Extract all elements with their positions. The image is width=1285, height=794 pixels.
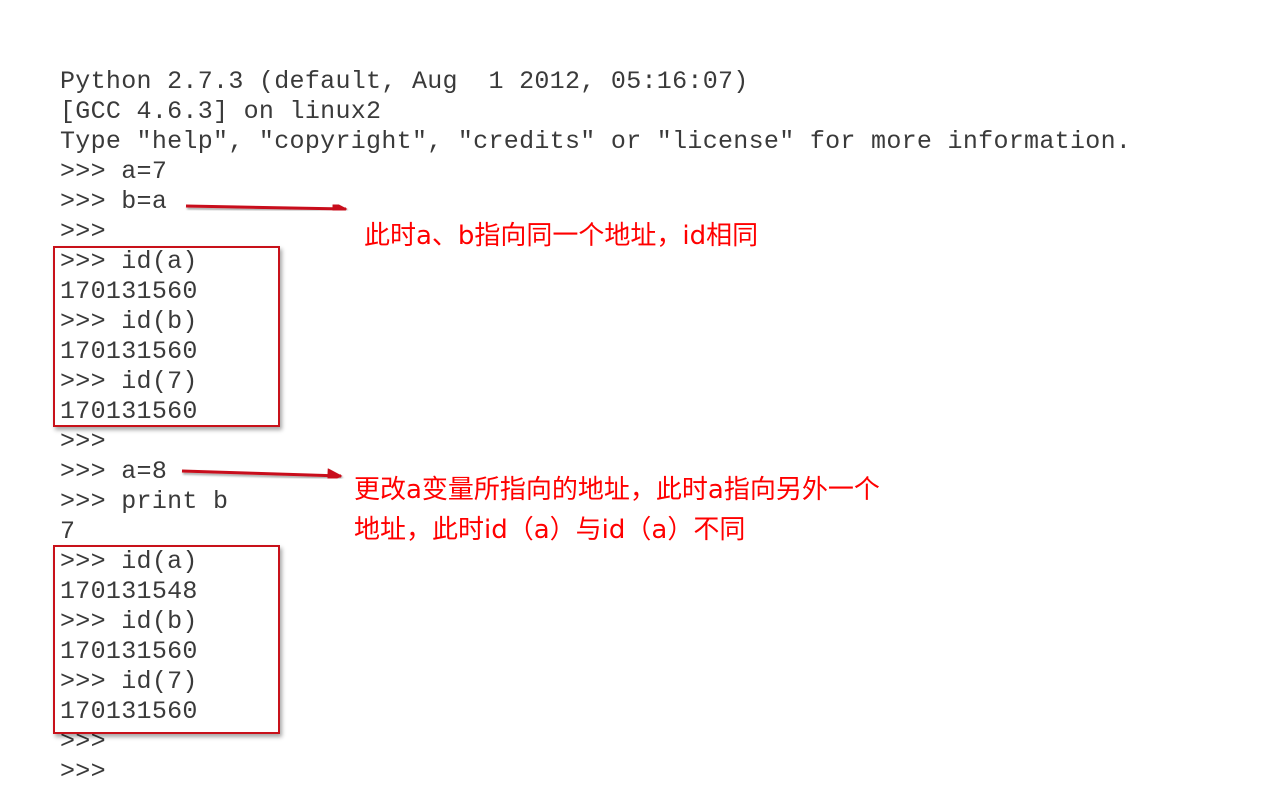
arrow-icon	[181, 468, 343, 484]
terminal-line: >>> id(a)	[60, 247, 198, 276]
terminal-line: 170131548	[60, 577, 198, 606]
terminal-line: 7	[60, 517, 76, 546]
terminal-line: >>> id(b)	[60, 607, 198, 636]
highlight-box-second	[53, 545, 280, 734]
terminal-line: [GCC 4.6.3] on linux2	[60, 97, 382, 126]
annotation-second: 更改a变量所指向的地址，此时a指向另外一个地址，此时id（a）与id（a）不同	[354, 475, 880, 545]
terminal-line: >>>	[60, 427, 106, 456]
terminal-line: >>>	[60, 727, 106, 756]
terminal-line: >>> a=7	[60, 157, 168, 186]
terminal-line: >>> id(b)	[60, 307, 198, 336]
annotation-first: 此时a、b指向同一个地址，id相同	[364, 221, 759, 251]
terminal-line: >>> print b	[60, 487, 229, 516]
terminal-line: Type "help", "copyright", "credits" or "…	[60, 127, 1132, 156]
terminal-output: Python 2.7.3 (default, Aug 1 2012, 05:16…	[60, 67, 1131, 787]
terminal-line: 170131560	[60, 337, 198, 366]
terminal-line: >>>	[60, 757, 106, 786]
terminal-line: >>> id(7)	[60, 367, 198, 396]
terminal-line: Python 2.7.3 (default, Aug 1 2012, 05:16…	[60, 67, 749, 96]
terminal-line: >>>	[60, 217, 106, 246]
terminal-line: 170131560	[60, 697, 198, 726]
terminal-line: >>> id(a)	[60, 547, 198, 576]
terminal-line: >>> a=8	[60, 457, 168, 486]
terminal-line: 170131560	[60, 397, 198, 426]
arrow-icon	[185, 201, 348, 217]
highlight-box-first	[53, 246, 280, 427]
terminal-line: 170131560	[60, 637, 198, 666]
terminal-line: >>> id(7)	[60, 667, 198, 696]
terminal-line: >>> b=a	[60, 187, 168, 216]
terminal-line: 170131560	[60, 277, 198, 306]
